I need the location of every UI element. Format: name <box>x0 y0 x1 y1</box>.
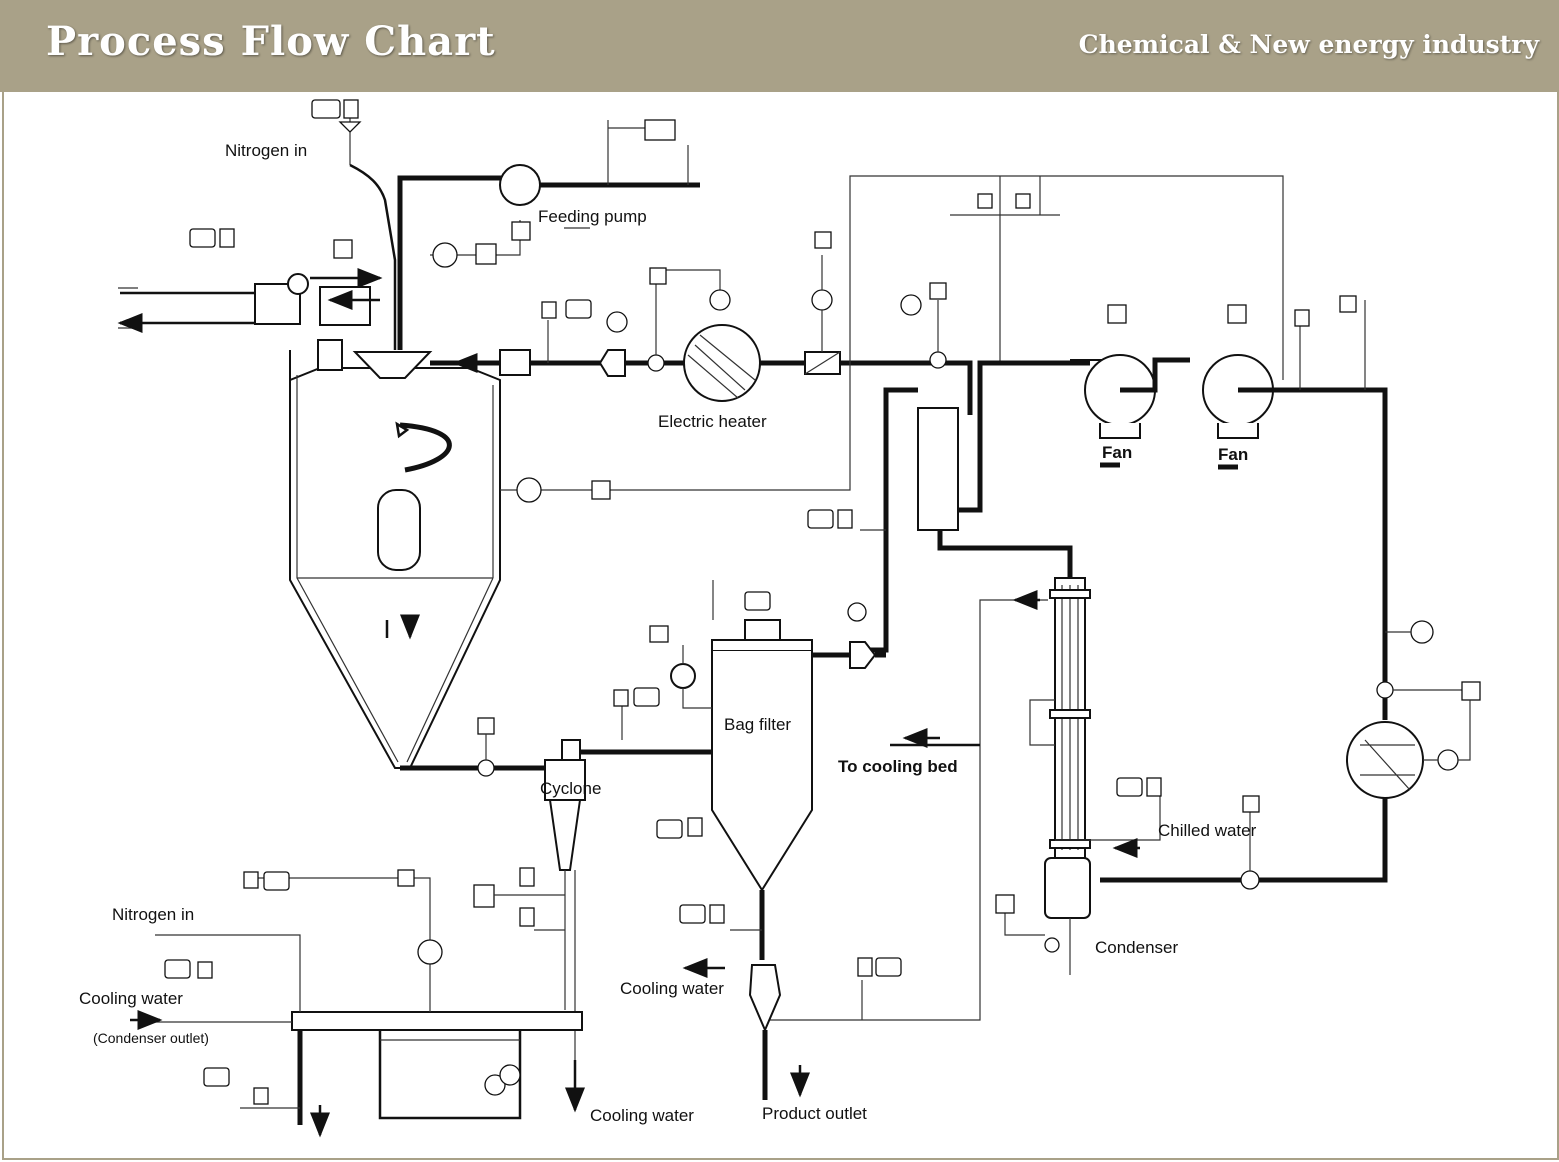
solenoid-icon <box>343 99 359 119</box>
diagram-frame <box>2 92 1559 1160</box>
label-electric-heater: Electric heater <box>658 412 767 431</box>
label-fan-2: Fan <box>1218 445 1248 464</box>
label-nitrogen-in-top: Nitrogen in <box>225 141 307 160</box>
sight-glass <box>377 489 421 571</box>
label-feeding-pump: Feeding pump <box>538 207 647 226</box>
hot-air-inlet <box>430 231 973 415</box>
label-condenser-outlet: (Condenser outlet) <box>93 1030 209 1046</box>
air-flow-arrow <box>399 422 452 473</box>
nozzle-housing <box>317 339 343 371</box>
page-title: Process Flow Chart <box>46 18 496 65</box>
pump-icon <box>287 273 309 295</box>
label-cooling-water-mid: Cooling water <box>620 979 724 998</box>
spray-dryer-chamber <box>289 286 501 769</box>
atomizer <box>352 351 433 379</box>
diagram-labels: Nitrogen in Feeding pump Electric heater… <box>79 141 1257 1125</box>
gauge-icon <box>311 99 341 119</box>
label-product-outlet: Product outlet <box>762 1104 867 1123</box>
condenser-vessel <box>1044 857 1091 919</box>
recycle-lines <box>500 175 1284 503</box>
rotary-valve <box>748 964 782 1033</box>
label-to-cooling-bed: To cooling bed <box>838 757 958 776</box>
label-bag-filter: Bag filter <box>724 715 791 734</box>
electric-heater <box>683 324 761 402</box>
label-cooling-water-left: Cooling water <box>79 989 183 1008</box>
cyclone <box>400 687 712 1110</box>
header-bar: Process Flow Chart Chemical & New energy… <box>0 0 1559 92</box>
feed-line <box>397 119 700 350</box>
label-condenser: Condenser <box>1095 938 1179 957</box>
label-nitrogen-in-bottom: Nitrogen in <box>112 905 194 924</box>
motor-box <box>319 286 371 326</box>
right-cooler-loop <box>1100 620 1481 890</box>
label-cyclone: Cyclone <box>540 779 601 798</box>
exchanger-column <box>807 360 1090 653</box>
gauge-icon <box>189 228 216 248</box>
page-subtitle: Chemical & New energy industry <box>1078 30 1539 59</box>
fans <box>1070 295 1388 720</box>
pd-indicator <box>432 242 458 268</box>
nitrogen-line-top <box>117 99 397 350</box>
label-cooling-water-bottom: Cooling water <box>590 1106 694 1125</box>
label-fan-1: Fan <box>1102 443 1132 462</box>
cooling-bed-deck <box>291 1011 583 1031</box>
condenser-column <box>765 577 1162 1021</box>
label-chilled-water: Chilled water <box>1158 821 1257 840</box>
bag-filter <box>649 580 902 1100</box>
cooler-heat-exchanger <box>1346 721 1424 799</box>
cooling-bed <box>130 869 585 1138</box>
feeding-pump <box>499 164 541 206</box>
